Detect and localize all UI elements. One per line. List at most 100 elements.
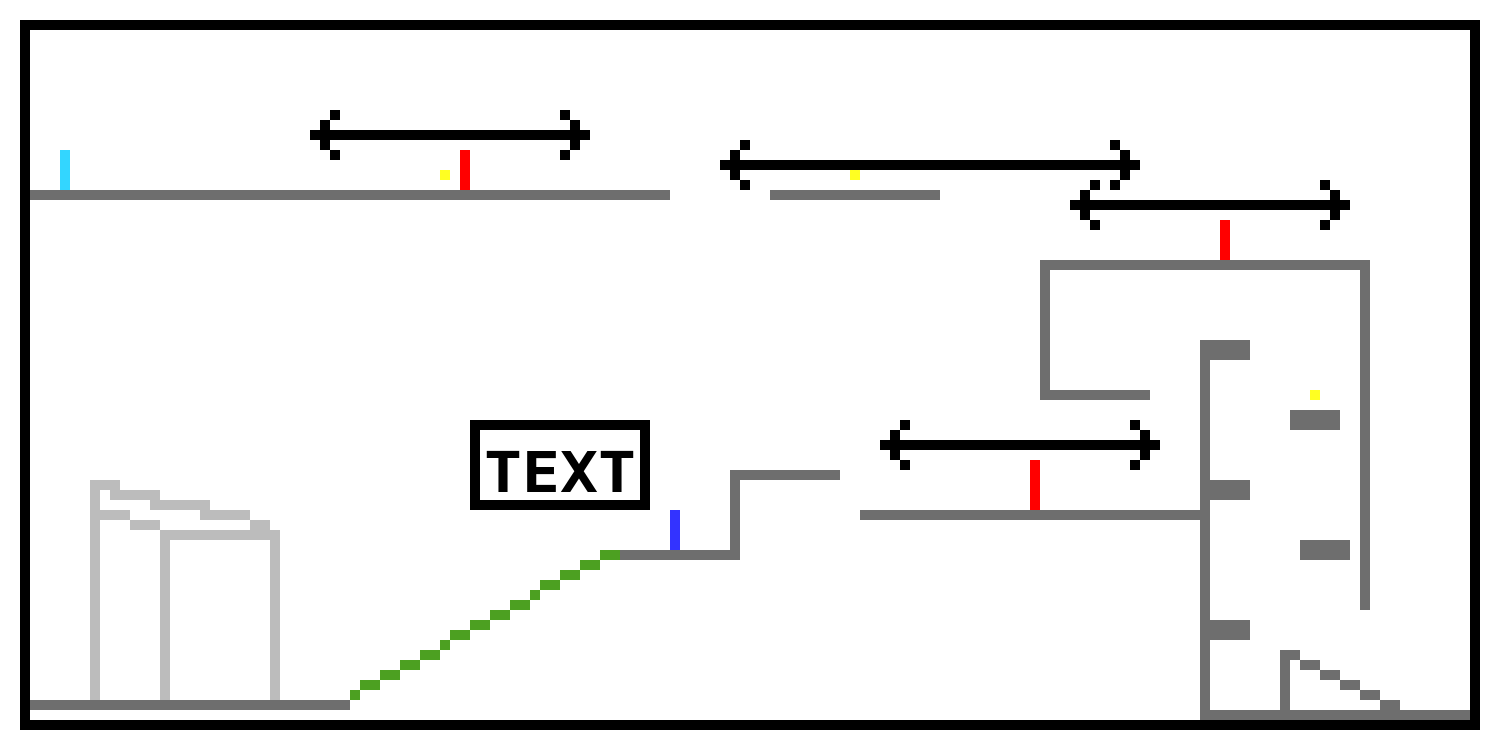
hazard-marker bbox=[460, 150, 470, 190]
arrow-head-right bbox=[560, 110, 570, 120]
arrow-head-right bbox=[1110, 140, 1120, 150]
structure-segment bbox=[90, 480, 100, 710]
green-slope bbox=[350, 550, 620, 700]
platform bbox=[1300, 540, 1350, 560]
arrow-shaft bbox=[1070, 200, 1350, 210]
arrow-head-right bbox=[1140, 450, 1150, 460]
slope-segment bbox=[540, 580, 560, 590]
arrow-shaft bbox=[310, 130, 590, 140]
structure-segment bbox=[250, 520, 270, 530]
arrow-head-left bbox=[890, 430, 900, 440]
arrow-head-right bbox=[570, 140, 580, 150]
platform bbox=[1280, 650, 1290, 710]
platform bbox=[1040, 390, 1150, 400]
slope-segment bbox=[490, 610, 510, 620]
platform bbox=[1300, 660, 1320, 670]
slope-segment bbox=[580, 560, 600, 570]
border-wall bbox=[20, 20, 1480, 30]
structure-segment bbox=[100, 510, 130, 520]
platform bbox=[1200, 340, 1250, 360]
platform bbox=[860, 510, 1200, 520]
platform bbox=[1200, 340, 1210, 720]
arrow-head-left bbox=[730, 170, 740, 180]
arrow-head-right bbox=[1320, 220, 1330, 230]
arrow-head-right bbox=[1330, 210, 1340, 220]
structure-segment bbox=[110, 490, 160, 500]
exit-marker bbox=[670, 510, 680, 550]
platform bbox=[620, 550, 740, 560]
background-structure bbox=[90, 480, 280, 710]
structure-segment bbox=[270, 530, 280, 700]
platform bbox=[730, 470, 840, 480]
hazard-marker bbox=[1030, 460, 1040, 510]
platform bbox=[1210, 480, 1250, 500]
slope-segment bbox=[510, 600, 530, 610]
hazard-marker bbox=[1220, 220, 1230, 260]
slope-segment bbox=[600, 550, 620, 560]
arrow-head-left bbox=[1080, 210, 1090, 220]
arrow-head-left bbox=[900, 420, 910, 430]
platform bbox=[1040, 260, 1050, 400]
slope-segment bbox=[530, 590, 540, 600]
structure-segment bbox=[130, 520, 160, 530]
platform bbox=[770, 190, 940, 200]
sign-frame bbox=[470, 420, 650, 430]
sign-frame bbox=[470, 420, 480, 510]
arrow-shaft bbox=[880, 440, 1160, 450]
arrow-head-left bbox=[890, 450, 900, 460]
slope-segment bbox=[400, 660, 420, 670]
platform bbox=[1340, 680, 1360, 690]
slope-segment bbox=[420, 650, 440, 660]
platform bbox=[1360, 260, 1370, 610]
structure-segment bbox=[160, 530, 280, 540]
arrow-head-right bbox=[1140, 430, 1150, 440]
slope-segment bbox=[470, 620, 490, 630]
platform bbox=[1320, 670, 1340, 680]
arrow-head-right bbox=[1120, 170, 1130, 180]
structure-segment bbox=[150, 500, 210, 510]
structure-segment bbox=[90, 480, 120, 490]
platform bbox=[30, 700, 350, 710]
arrow-head-right bbox=[570, 120, 580, 130]
spawn-marker bbox=[60, 150, 70, 190]
slope-segment bbox=[380, 670, 400, 680]
text-sign-label: TEXT bbox=[484, 441, 636, 506]
arrow-head-left bbox=[1080, 190, 1090, 200]
slope-segment bbox=[440, 640, 450, 650]
arrow-head-left bbox=[320, 120, 330, 130]
arrow-head-left bbox=[320, 140, 330, 150]
slope-segment bbox=[560, 570, 580, 580]
arrow-head-left bbox=[730, 150, 740, 160]
collectible bbox=[850, 170, 860, 180]
platform bbox=[1360, 690, 1380, 700]
border-wall bbox=[20, 720, 1480, 730]
markers bbox=[60, 150, 1320, 550]
platform bbox=[730, 470, 740, 560]
collectible bbox=[440, 170, 450, 180]
arrow-head-right bbox=[560, 150, 570, 160]
arrow-head-right bbox=[1110, 180, 1120, 190]
arrow-head-left bbox=[330, 150, 340, 160]
sign-frame bbox=[470, 500, 650, 510]
arrow-head-left bbox=[1090, 220, 1100, 230]
arrow-head-left bbox=[900, 460, 910, 470]
border-wall bbox=[1470, 20, 1480, 730]
moving-platform-paths bbox=[310, 110, 1350, 470]
platform bbox=[1210, 620, 1250, 640]
text-sign[interactable]: TEXT bbox=[470, 420, 650, 510]
collectible bbox=[1310, 390, 1320, 400]
slope-segment bbox=[360, 680, 380, 690]
platform bbox=[1040, 260, 1370, 270]
arrow-head-left bbox=[330, 110, 340, 120]
arrow-head-right bbox=[1130, 460, 1140, 470]
structure-segment bbox=[160, 530, 170, 700]
arrow-head-left bbox=[740, 180, 750, 190]
platforms bbox=[30, 190, 1470, 720]
slope-segment bbox=[350, 690, 360, 700]
arrow-head-right bbox=[1330, 190, 1340, 200]
arrow-shaft bbox=[720, 160, 1140, 170]
platform bbox=[1290, 410, 1340, 430]
level-border bbox=[20, 20, 1480, 730]
platform bbox=[30, 190, 670, 200]
